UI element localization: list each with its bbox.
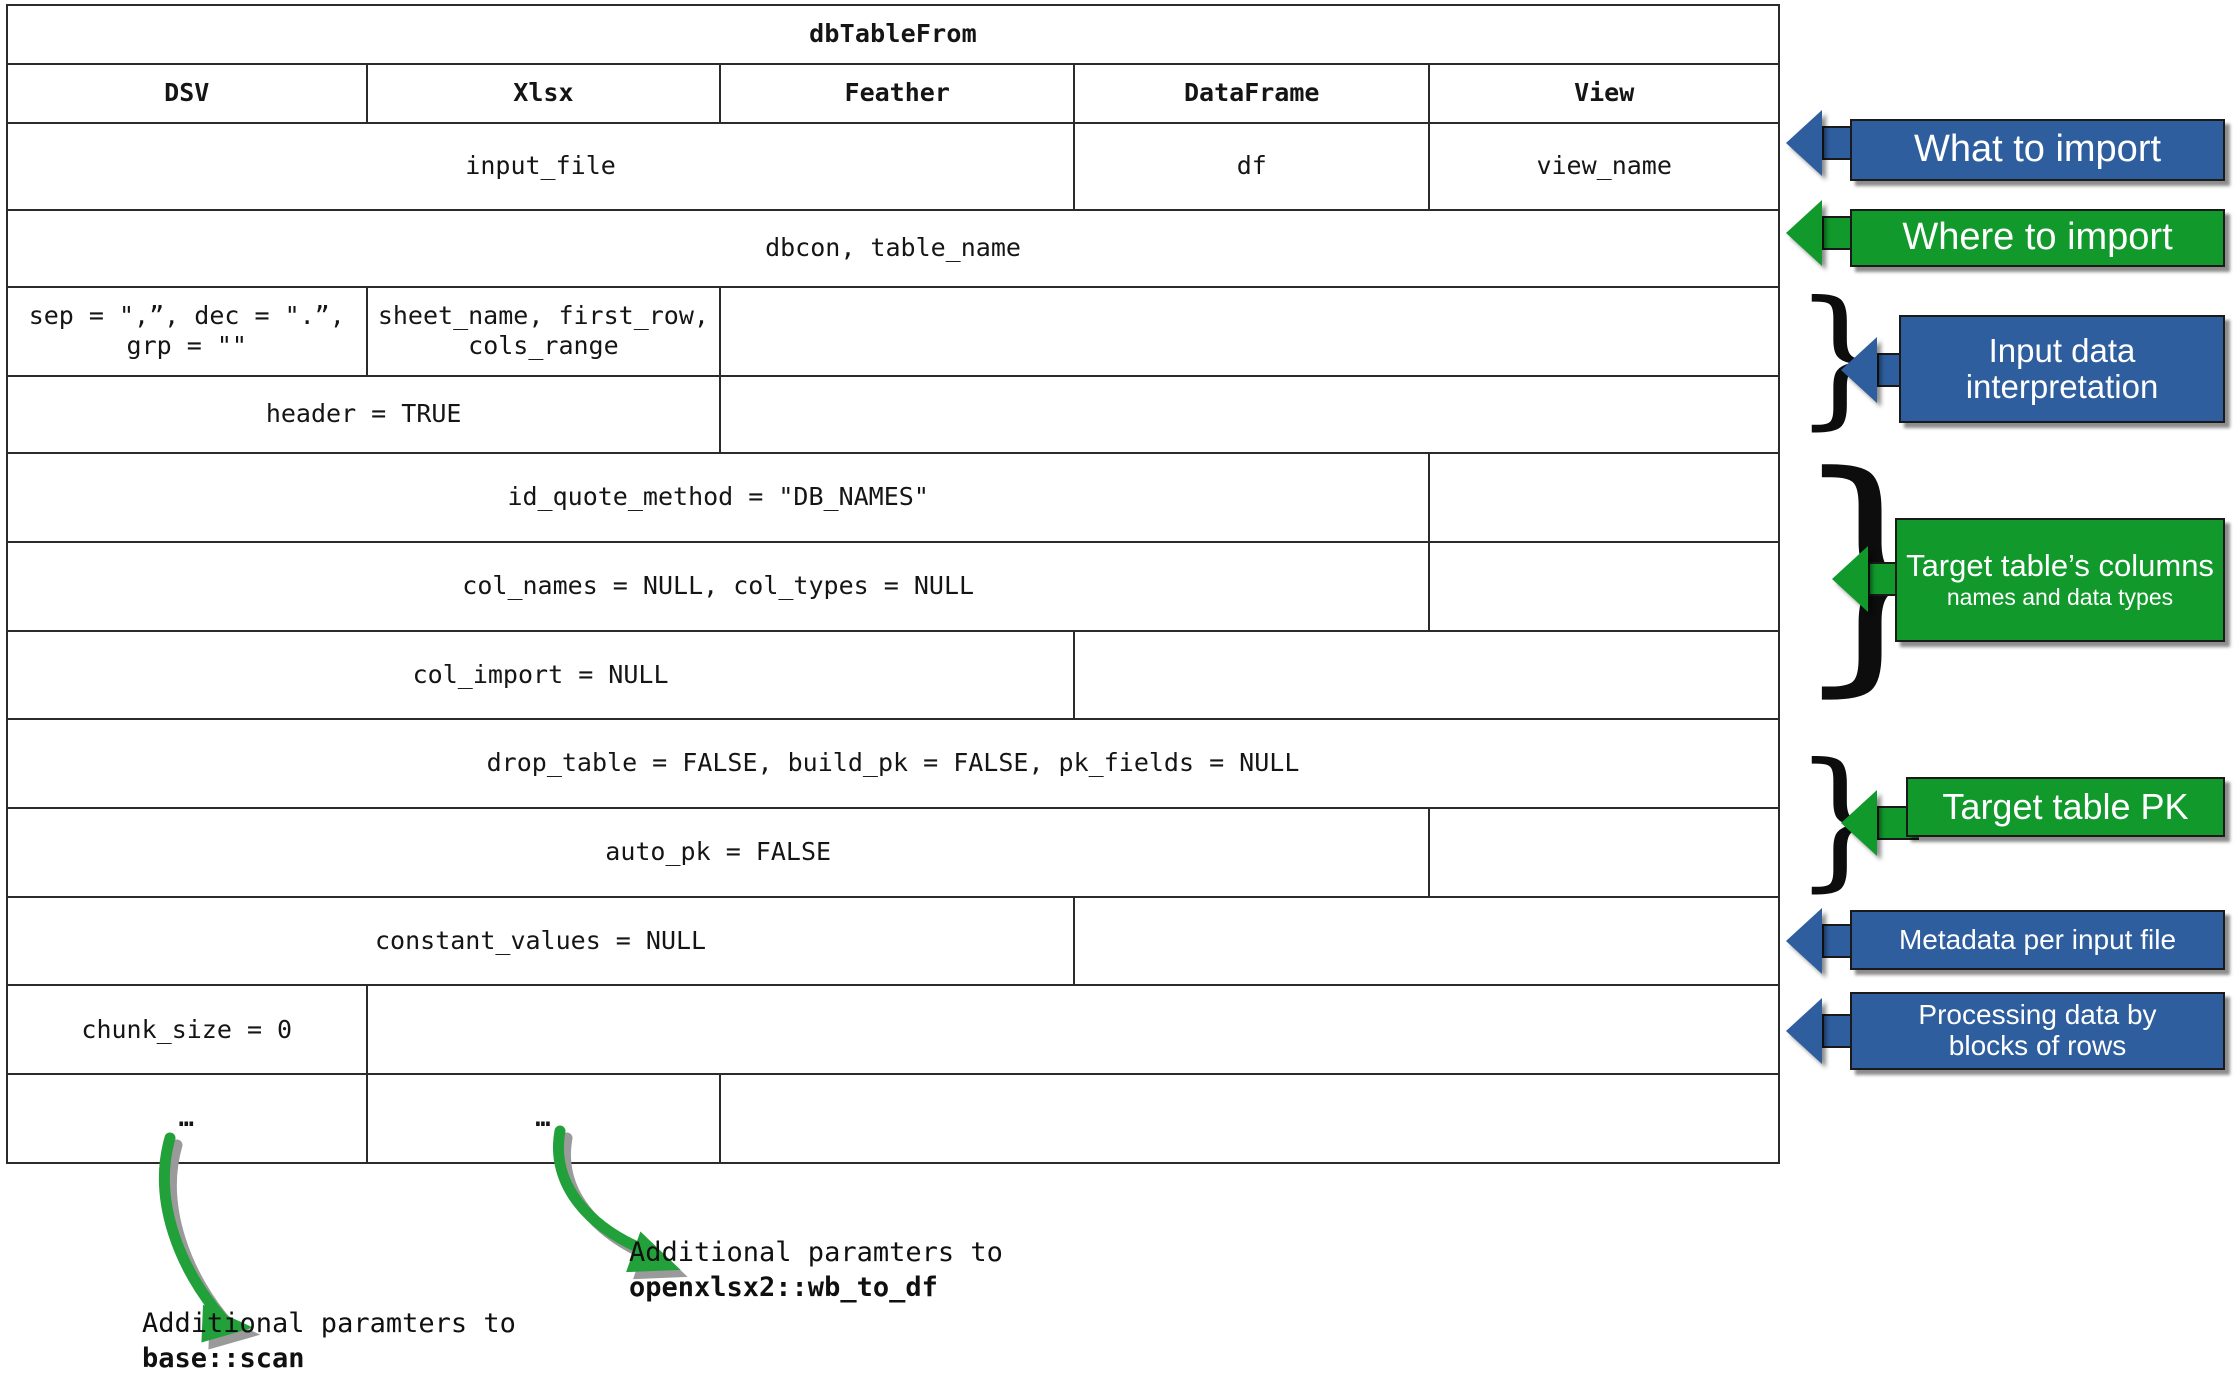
table-row-drop-table-build-pk-row: drop_table = FALSE, build_pk = FALSE, pk… (6, 718, 1780, 809)
callout-label-line1: Input data (1988, 331, 2136, 369)
table-row-header-row: header = TRUE (5, 374, 1780, 455)
cell-parameter: col_import = NULL (5, 629, 1076, 721)
callout-label: What to import (1913, 128, 2162, 171)
curved-arrow-xlsx (553, 1125, 688, 1280)
callout-label-line2: blocks of rows (1948, 1030, 2127, 1061)
cell-parameter: sheet_name, first_row, cols_range (365, 286, 722, 377)
table-row-ellipsis-row: …… (6, 1073, 1780, 1164)
cell-parameter: chunk_size = 0 (6, 984, 368, 1076)
cell-parameter: dbcon, table_name (6, 208, 1780, 289)
cell-not-applicable (719, 374, 1780, 455)
cell-parameter: input_file (5, 122, 1076, 211)
table-row-col-import-row: col_import = NULL (5, 629, 1780, 721)
cell-not-applicable (719, 286, 1780, 377)
callout-target-table-columns[interactable]: Target table’s columns names and data ty… (1895, 518, 2225, 642)
table-title-row: dbTableFrom (6, 3, 1780, 66)
cell-parameter: id_quote_method = "DB_NAMES" (5, 452, 1431, 543)
note-line2: openxlsx2::wb_to_df (629, 1271, 938, 1303)
callout-label-line1: Target table’s columns (1906, 548, 2214, 584)
cell-not-applicable (719, 1073, 1780, 1164)
note-dsv-additional-params: Additional paramters to base::scan (142, 1307, 516, 1376)
cell-not-applicable (1428, 540, 1780, 632)
callout-label-line2: names and data types (1946, 584, 2174, 611)
column-header-dataframe: DataFrame (1073, 63, 1431, 125)
callout-label-line1: Processing data by (1918, 999, 2157, 1031)
note-line2: base::scan (142, 1342, 305, 1374)
cell-not-applicable (1073, 629, 1780, 721)
table-title: dbTableFrom (6, 3, 1780, 66)
cell-parameter: df (1073, 122, 1431, 211)
callout-label: Where to import (1902, 216, 2173, 259)
column-header-dsv: DSV (6, 63, 368, 125)
cell-parameter: view_name (1428, 122, 1780, 211)
cell-parameter: … (365, 1073, 722, 1164)
table-row-where-to-import: dbcon, table_name (6, 208, 1780, 289)
callout-metadata-per-input-file[interactable]: Metadata per input file (1850, 910, 2225, 970)
table-row-col-names-types-row: col_names = NULL, col_types = NULL (5, 540, 1780, 632)
cell-parameter: col_names = NULL, col_types = NULL (5, 540, 1431, 632)
cell-not-applicable (1428, 807, 1780, 898)
callout-label: Metadata per input file (1898, 923, 2177, 955)
column-header-xlsx: Xlsx (365, 63, 722, 125)
callout-target-table-pk[interactable]: Target table PK (1906, 777, 2225, 837)
curved-arrow-dsv (158, 1132, 261, 1350)
cell-parameter: constant_values = NULL (5, 895, 1076, 987)
note-xlsx-additional-params: Additional paramters to openxlsx2::wb_to… (629, 1236, 1003, 1305)
table-row-chunk-size-row: chunk_size = 0 (6, 984, 1780, 1076)
cell-parameter: sep = ",”, dec = ".”, grp = "" (6, 286, 368, 377)
cell-parameter: header = TRUE (5, 374, 722, 455)
callout-what-to-import[interactable]: What to import (1850, 119, 2225, 181)
callout-label-line2: interpretation (1965, 368, 2159, 405)
callout-label: Target table PK (1942, 786, 2189, 828)
cell-not-applicable (365, 984, 1780, 1076)
table-row-constant-values-row: constant_values = NULL (5, 895, 1780, 987)
cell-parameter: drop_table = FALSE, build_pk = FALSE, pk… (6, 718, 1780, 809)
column-header-view: View (1428, 63, 1780, 125)
callout-input-data-interpretation[interactable]: Input data interpretation (1899, 315, 2225, 423)
table-row-format-specific-parsing: sep = ",”, dec = ".”, grp = ""sheet_name… (6, 286, 1780, 377)
callout-processing-data-blocks[interactable]: Processing data by blocks of rows (1850, 992, 2225, 1070)
callout-where-to-import[interactable]: Where to import (1850, 209, 2225, 267)
cell-not-applicable (1428, 452, 1780, 543)
note-line1: Additional paramters to (629, 1237, 1003, 1268)
cell-parameter: auto_pk = FALSE (5, 807, 1431, 898)
column-header-feather: Feather (719, 63, 1076, 125)
table-row-auto-pk-row: auto_pk = FALSE (5, 807, 1780, 898)
cell-parameter: … (6, 1073, 368, 1164)
table-row-id-quote-method-row: id_quote_method = "DB_NAMES" (5, 452, 1780, 543)
note-line1: Additional paramters to (142, 1308, 516, 1339)
cell-not-applicable (1073, 895, 1780, 987)
